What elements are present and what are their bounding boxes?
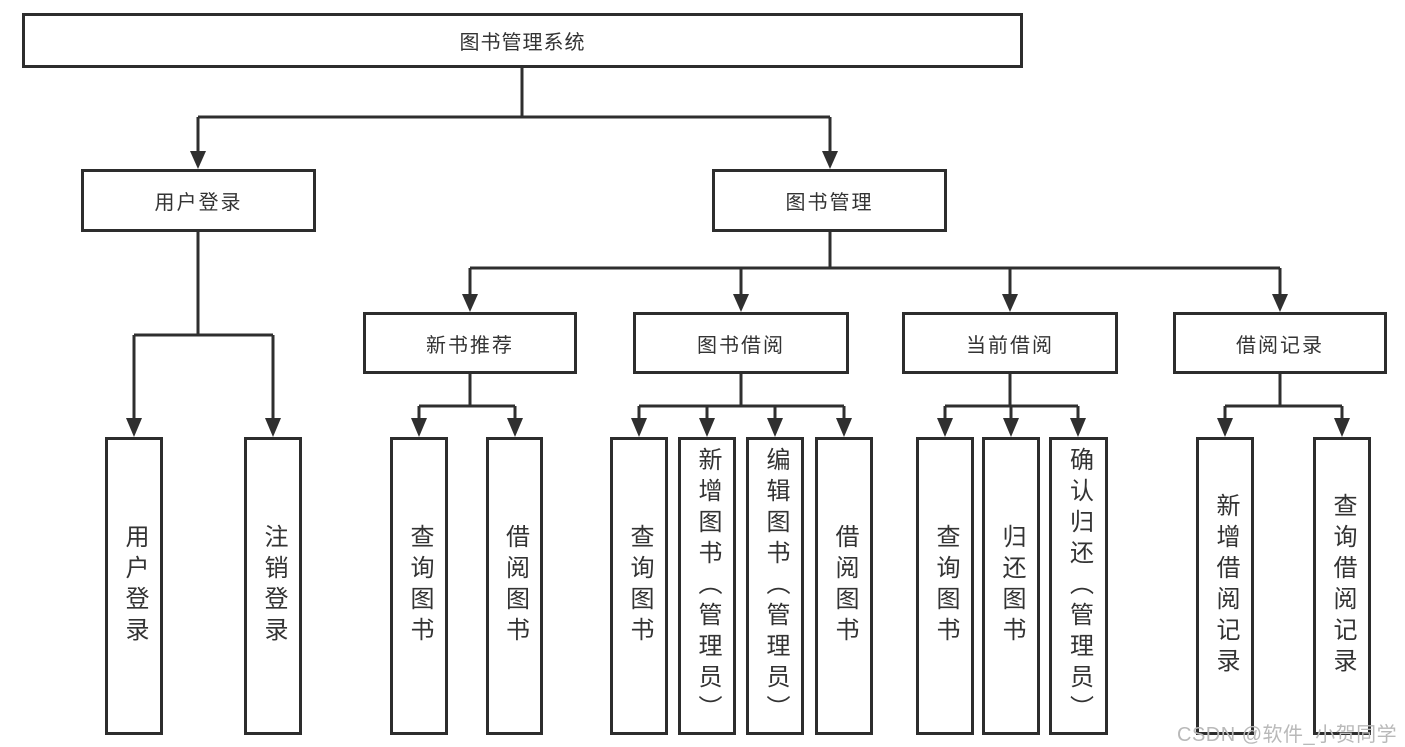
node-book-management: 图书管理 <box>712 169 947 232</box>
leaf-current-return-book: 归还图书 <box>982 437 1040 735</box>
node-new-book-recommend: 新书推荐 <box>363 312 577 374</box>
connector-bookmgmt-to-level3 <box>468 232 1282 296</box>
node-label: 新书推荐 <box>426 334 514 357</box>
leaf-record-query-borrow-record: 查询借阅记录 <box>1313 437 1371 735</box>
node-current-borrow: 当前借阅 <box>902 312 1118 374</box>
node-label: 图书借阅 <box>697 334 785 357</box>
node-label: 借阅图书 <box>501 524 529 648</box>
leaf-current-confirm-return-admin: 确认归还（管理员） <box>1049 437 1108 735</box>
node-book-borrow: 图书借阅 <box>633 312 849 374</box>
arrowhead-icons <box>126 151 1350 437</box>
leaf-borrow-add-book-admin: 新增图书（管理员） <box>678 437 736 735</box>
node-label: 编辑图书（管理员） <box>762 446 789 726</box>
leaf-current-query-book: 查询图书 <box>916 437 974 735</box>
connector-userlogin-to-leaves <box>132 232 275 420</box>
node-label: 借阅图书 <box>831 524 858 648</box>
connector-bookborrow-to-leaves <box>637 374 846 420</box>
node-label: 查询图书 <box>406 524 433 648</box>
node-label: 确认归还（管理员） <box>1065 446 1093 726</box>
leaf-newbook-borrow-book: 借阅图书 <box>486 437 543 735</box>
node-label: 用户登录 <box>154 192 243 214</box>
csdn-watermark: CSDN @软件_小贺同学 <box>1177 724 1398 746</box>
node-label: 当前借阅 <box>966 334 1054 357</box>
leaf-user-login: 用户登录 <box>105 437 163 735</box>
node-label: 图书管理 <box>785 192 874 214</box>
leaf-logout: 注销登录 <box>244 437 302 735</box>
connector-root-to-level2 <box>196 68 832 153</box>
node-label: 借阅记录 <box>1236 334 1324 357</box>
node-label: 新增图书（管理员） <box>694 446 721 726</box>
node-label: 归还图书 <box>998 524 1025 648</box>
node-label: 查询图书 <box>626 524 653 648</box>
leaf-borrow-borrow-book: 借阅图书 <box>815 437 873 735</box>
leaf-borrow-query-book: 查询图书 <box>610 437 668 735</box>
node-label: 图书管理系统 <box>459 32 586 54</box>
node-label: 注销登录 <box>260 524 287 648</box>
node-label: 查询图书 <box>932 524 959 648</box>
node-user-login: 用户登录 <box>81 169 316 232</box>
node-root-library-system: 图书管理系统 <box>22 13 1023 68</box>
connector-newbook-to-leaves <box>417 374 517 420</box>
node-label: 用户登录 <box>121 524 148 648</box>
connector-currentborrow-to-leaves <box>943 374 1080 420</box>
leaf-newbook-query-book: 查询图书 <box>390 437 448 735</box>
leaf-record-add-borrow-record: 新增借阅记录 <box>1196 437 1254 735</box>
node-label: 新增借阅记录 <box>1212 493 1239 679</box>
node-borrow-record: 借阅记录 <box>1173 312 1387 374</box>
leaf-borrow-edit-book-admin: 编辑图书（管理员） <box>746 437 804 735</box>
node-label: 查询借阅记录 <box>1329 493 1356 679</box>
connector-borrowrecord-to-leaves <box>1223 374 1344 420</box>
